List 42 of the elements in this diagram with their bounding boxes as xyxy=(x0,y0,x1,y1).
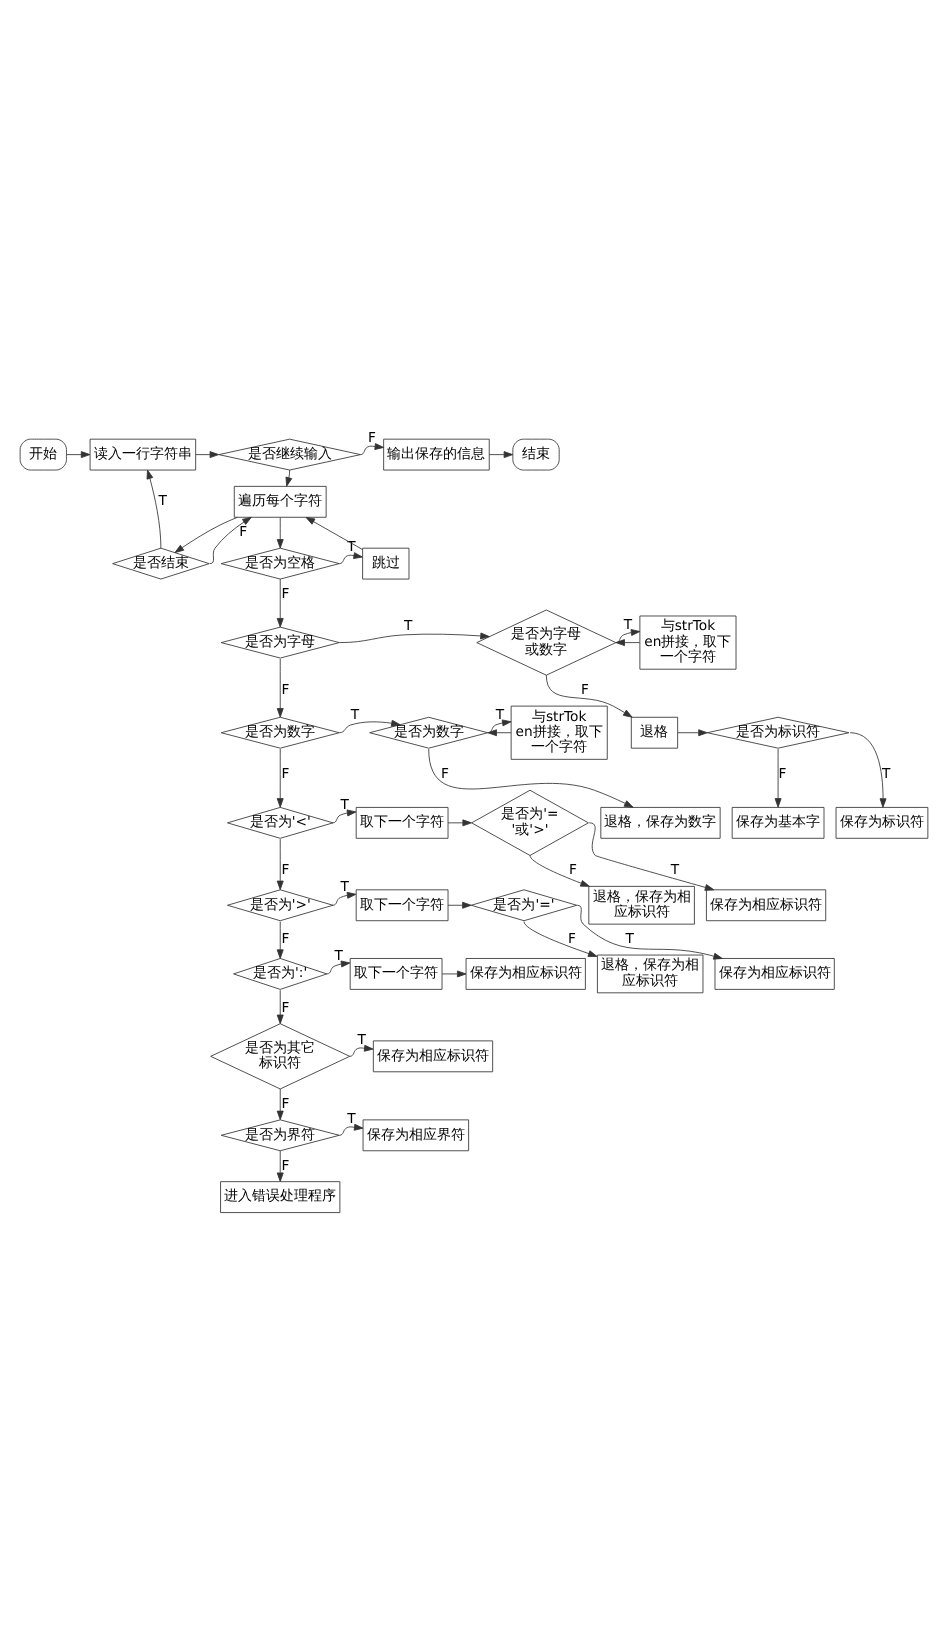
arrow xyxy=(487,729,512,737)
arrow xyxy=(209,516,252,565)
arrow xyxy=(447,901,472,909)
arrow xyxy=(487,719,512,734)
arrow xyxy=(349,1044,374,1057)
arrow xyxy=(488,451,514,459)
arrow xyxy=(276,517,284,549)
arrow xyxy=(774,748,782,808)
arrow xyxy=(523,921,598,957)
arrow xyxy=(66,451,91,459)
arrow xyxy=(677,729,708,737)
arrow xyxy=(285,469,293,487)
arrow xyxy=(276,989,284,1025)
arrow xyxy=(338,632,490,644)
arrow xyxy=(276,1150,284,1182)
arrow xyxy=(276,658,284,718)
arrow xyxy=(332,891,357,906)
arrow xyxy=(360,443,385,456)
arrow xyxy=(338,1123,364,1136)
arrow xyxy=(849,732,887,808)
arrow xyxy=(529,855,590,887)
arrow xyxy=(276,838,284,891)
arrow xyxy=(338,719,401,734)
arrow xyxy=(576,904,723,960)
arrow xyxy=(174,516,238,553)
arrow xyxy=(276,921,284,959)
arrow xyxy=(146,469,162,549)
arrow xyxy=(305,516,363,550)
arrow xyxy=(276,578,284,628)
arrow xyxy=(326,960,351,975)
arrow xyxy=(615,639,641,647)
arrow xyxy=(276,1088,284,1121)
arrow xyxy=(545,674,633,718)
arrow xyxy=(338,552,363,565)
arrow xyxy=(332,809,357,824)
arrow xyxy=(276,748,284,808)
arrow xyxy=(447,819,472,827)
arrow xyxy=(588,822,715,891)
arrow xyxy=(195,451,220,459)
arrow xyxy=(615,629,641,644)
arrow xyxy=(428,748,634,808)
arrow xyxy=(441,970,467,978)
